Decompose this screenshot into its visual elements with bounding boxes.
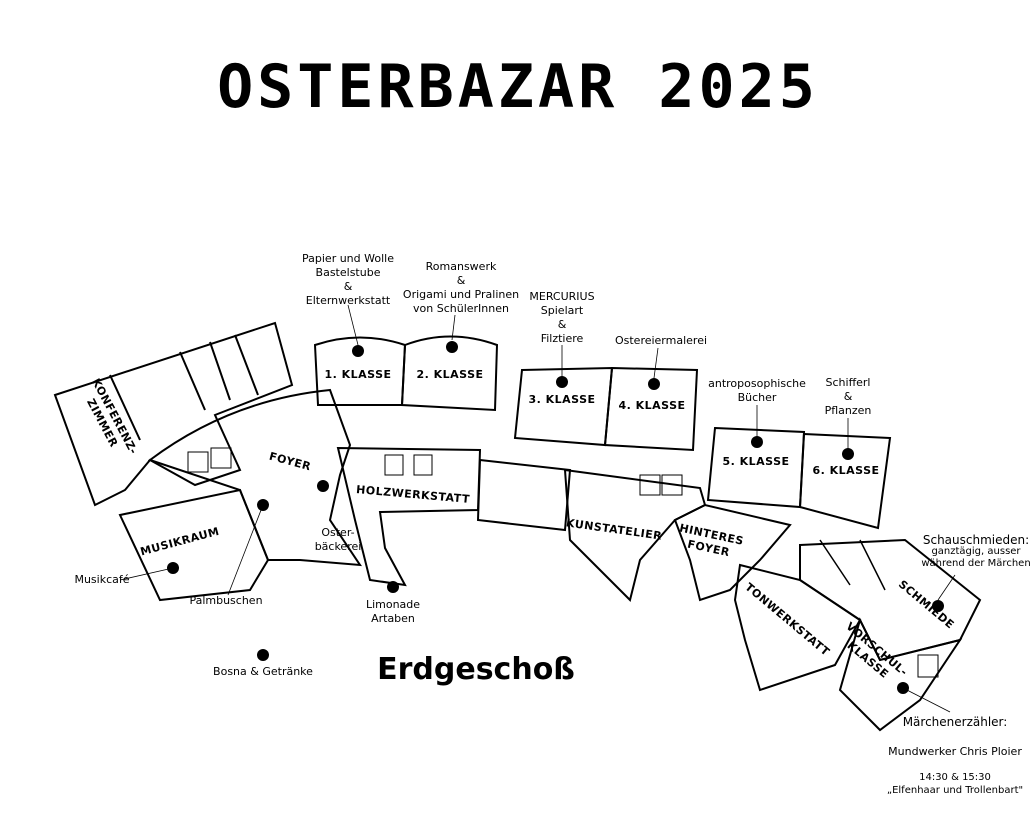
marker-dot bbox=[556, 376, 568, 388]
leader-lines bbox=[119, 304, 956, 713]
marker-dot bbox=[167, 562, 179, 574]
room-4-klasse bbox=[603, 366, 699, 452]
marker-dot bbox=[257, 499, 269, 511]
marker-dot bbox=[897, 682, 909, 694]
stand-palmbuschen: Palmbuschen bbox=[189, 594, 263, 607]
stand-ostereiermalerei: Ostereiermalerei bbox=[614, 334, 708, 347]
stand-maerchen-times: 14:30 & 15:30„Elfenhaar und Trollenbart" bbox=[886, 772, 1024, 796]
stand-musikcafe: Musikcafé bbox=[74, 573, 130, 586]
room-vorschulklasse bbox=[838, 617, 963, 732]
room-musikraum bbox=[118, 488, 270, 602]
room-label-2-klasse: 2. KLASSE bbox=[416, 368, 484, 381]
marker-dot bbox=[387, 581, 399, 593]
marker-dot bbox=[446, 341, 458, 353]
stand-maerchen-performer: Mundwerker Chris Ploier bbox=[888, 745, 1022, 758]
corridor bbox=[476, 458, 572, 532]
room-6-klasse bbox=[798, 432, 892, 530]
marker-dot bbox=[257, 649, 269, 661]
page-title: OSTERBAZAR 2025 bbox=[217, 52, 819, 122]
area-foyer bbox=[147, 388, 362, 567]
floor-label: Erdgeschoß bbox=[377, 652, 575, 687]
marker-dot bbox=[932, 600, 944, 612]
room-kunstatelier bbox=[563, 468, 707, 602]
room-label-6-klasse: 6. KLASSE bbox=[812, 464, 880, 477]
wing-konferenz bbox=[53, 321, 294, 507]
toilet-icons bbox=[187, 447, 939, 678]
marker-dot bbox=[352, 345, 364, 357]
marker-dot bbox=[751, 436, 763, 448]
area-hinteres-foyer bbox=[673, 503, 792, 602]
room-2-klasse bbox=[400, 335, 499, 412]
stand-osterbaeckerei: Oster-bäckerei bbox=[314, 526, 362, 553]
room-label-5-klasse: 5. KLASSE bbox=[722, 455, 790, 468]
marker-dot bbox=[648, 378, 660, 390]
room-label-3-klasse: 3. KLASSE bbox=[528, 393, 596, 406]
room-label-1-klasse: 1. KLASSE bbox=[324, 368, 392, 381]
room-label-4-klasse: 4. KLASSE bbox=[618, 399, 686, 412]
marker-dot bbox=[842, 448, 854, 460]
marker-dot bbox=[317, 480, 329, 492]
stand-bosna: Bosna & Getränke bbox=[213, 665, 313, 678]
stand-maerchen-title: Märchenerzähler: bbox=[902, 715, 1008, 729]
stand-schifferl: Schifferl&Pflanzen bbox=[824, 376, 872, 417]
